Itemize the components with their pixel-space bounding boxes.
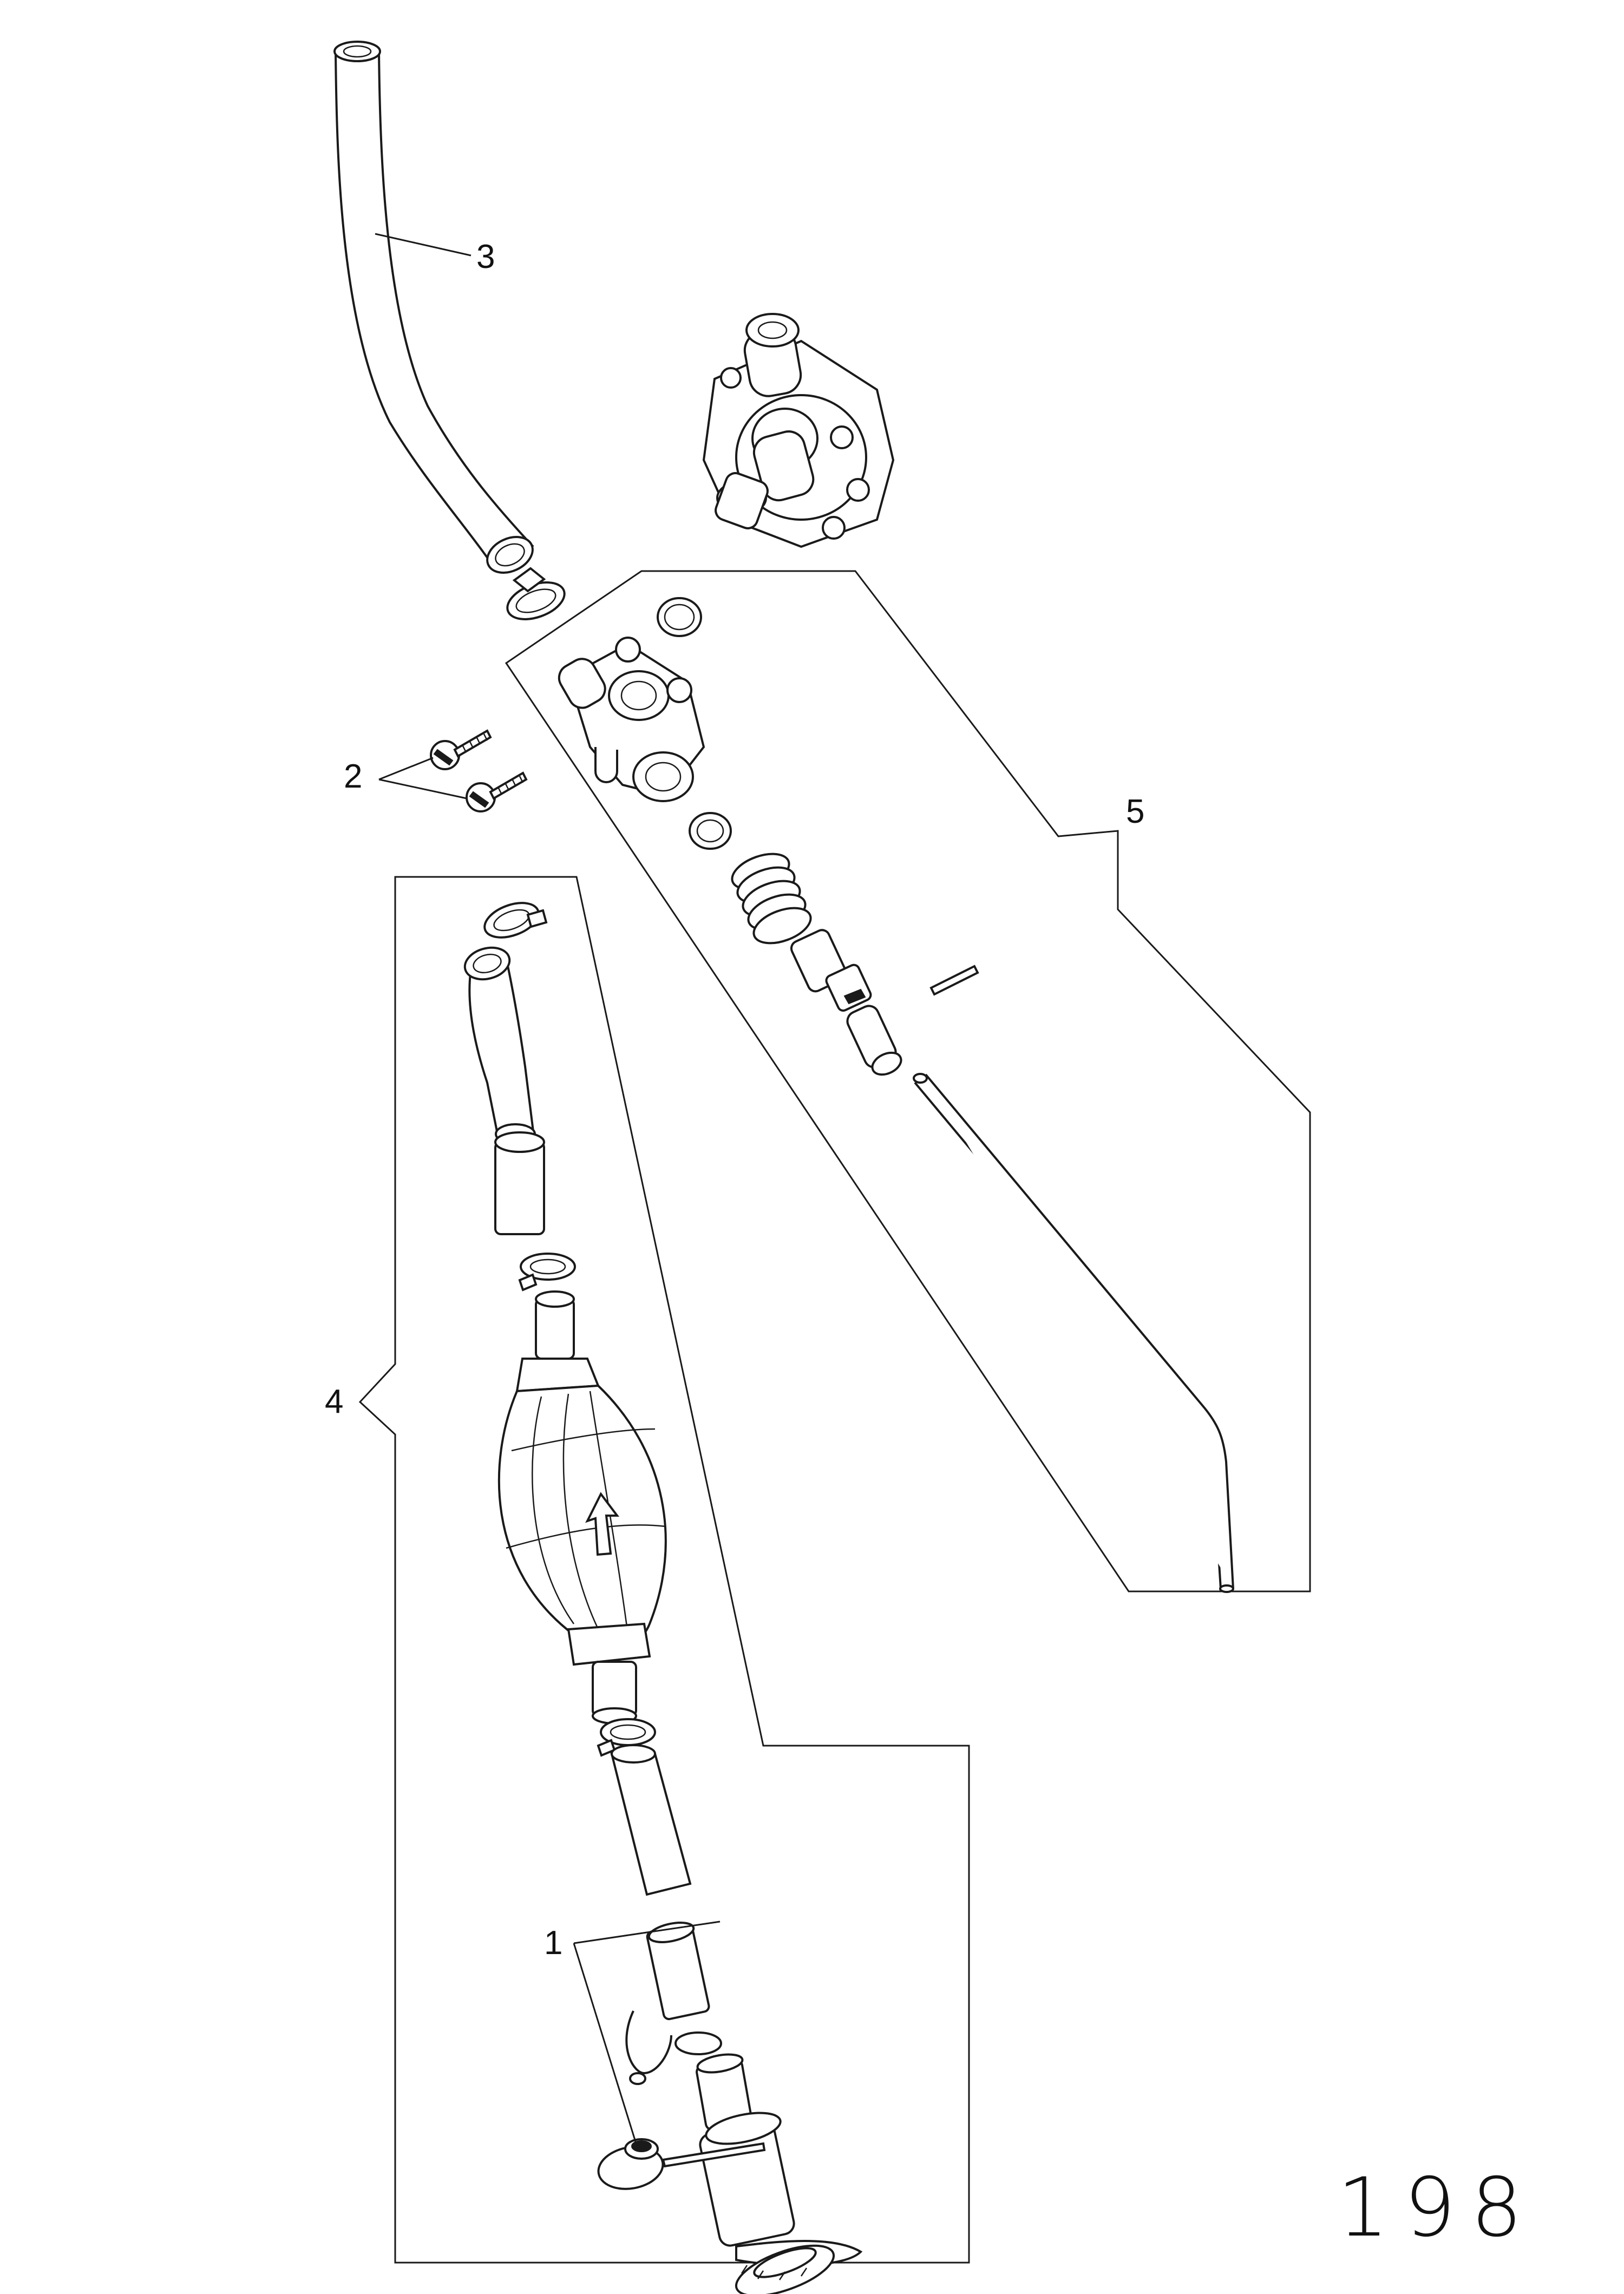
fuel-hose-part-3 bbox=[333, 41, 534, 574]
elbow-hose bbox=[463, 946, 536, 1145]
hose-clamp-lower bbox=[597, 1718, 656, 1757]
leader-1-b bbox=[573, 1943, 637, 2144]
fuel-filter-pickup bbox=[696, 2053, 863, 2266]
valve-body bbox=[558, 637, 705, 802]
hose-segment-upper bbox=[494, 1131, 545, 1235]
valve-spring bbox=[731, 853, 812, 945]
wire-clip bbox=[625, 2010, 722, 2085]
o-ring-large bbox=[657, 597, 702, 637]
grommet bbox=[597, 2138, 766, 2190]
leader-lines bbox=[375, 233, 721, 2144]
callout-5: 5 bbox=[1126, 793, 1144, 830]
screw-upper-part-2 bbox=[430, 729, 492, 770]
group-4-boundary bbox=[358, 876, 970, 2264]
hose-clamp-top-group-4 bbox=[483, 902, 548, 939]
o-ring-small bbox=[689, 812, 732, 850]
hose-clamp-upper bbox=[506, 567, 566, 620]
leader-2-a bbox=[378, 757, 434, 781]
valve-plunger bbox=[790, 929, 902, 1076]
primer-bulb bbox=[497, 1290, 667, 1725]
callout-1: 1 bbox=[544, 1924, 562, 1962]
hose-clamp-mid bbox=[518, 1253, 576, 1292]
filter-weight bbox=[735, 2244, 835, 2294]
callout-3: 3 bbox=[476, 238, 495, 276]
leader-1-a bbox=[573, 1921, 721, 1944]
callout-2: 2 bbox=[344, 758, 362, 795]
leader-2-b bbox=[378, 778, 467, 799]
hose-segment-lower bbox=[610, 1744, 710, 2021]
page-number: 198 bbox=[1337, 2161, 1537, 2255]
leader-3 bbox=[375, 233, 472, 257]
pin bbox=[929, 965, 979, 996]
fuel-pump-housing bbox=[702, 313, 895, 548]
screw-lower-part-2 bbox=[466, 771, 528, 812]
callout-4: 4 bbox=[325, 1383, 343, 1420]
pickup-tube bbox=[913, 1073, 1234, 1593]
group-5-boundary bbox=[505, 570, 1311, 1592]
